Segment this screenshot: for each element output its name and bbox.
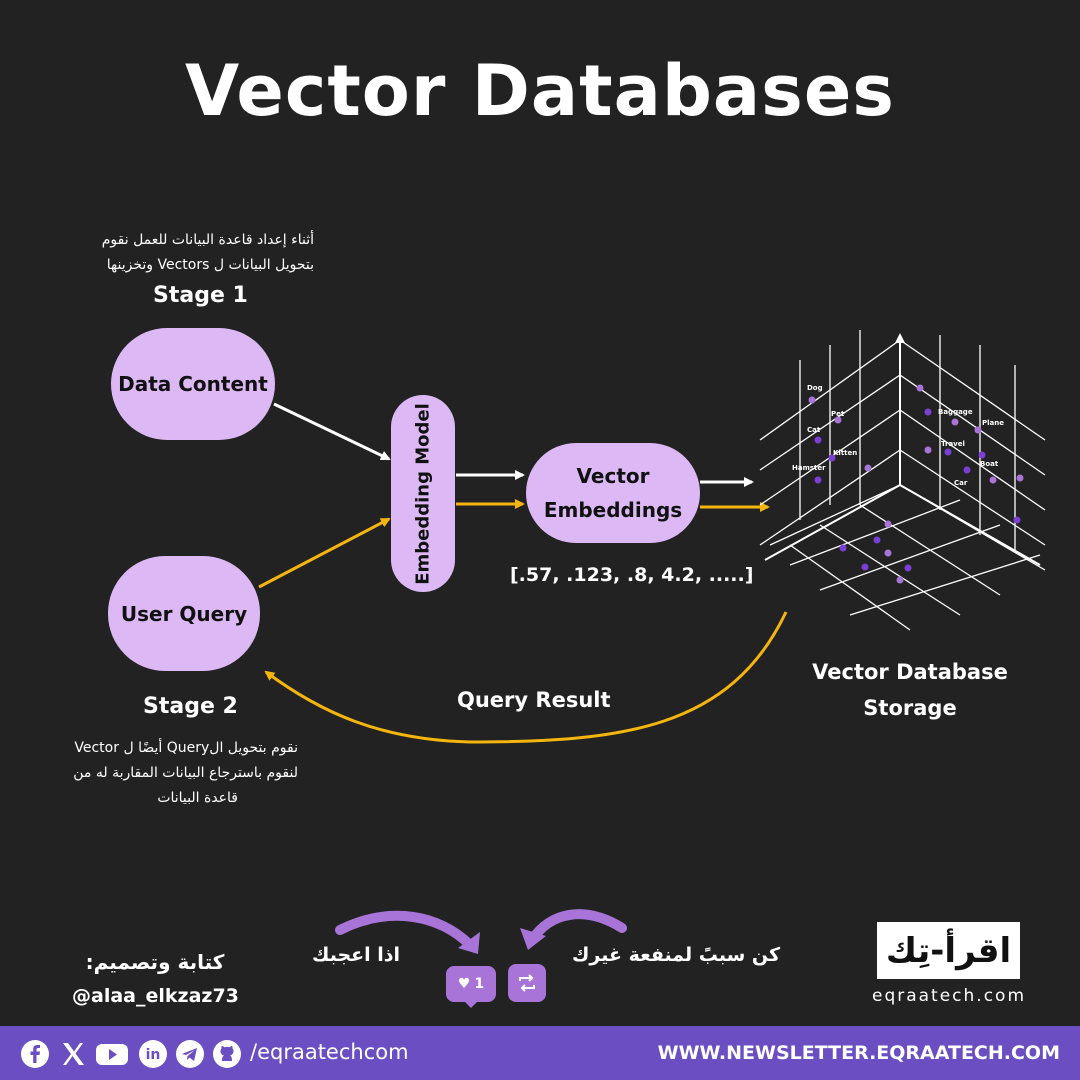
point-label-plane: Plane	[982, 419, 1004, 427]
telegram-icon[interactable]	[175, 1039, 205, 1069]
stage2-desc-line3: قاعدة البيانات	[157, 790, 238, 806]
vector-embeddings-line1: Vector	[576, 464, 650, 488]
credits-handle: @alaa_elkzaz73	[72, 985, 239, 1007]
stage1-description: أثناء إعداد قاعدة البيانات للعمل نقوم بت…	[60, 228, 314, 278]
point-label-pet: Pet	[831, 410, 845, 418]
brand-site[interactable]: eqraatech.com	[871, 986, 1027, 1006]
point-label-cat: Cat	[807, 426, 821, 434]
stage2-description: نقوم بتحويل الQuery أيضًا ل Vector لنقوم…	[40, 736, 298, 811]
embedding-model-label: Embedding Model	[412, 402, 434, 585]
stage2-desc-line1: نقوم بتحويل الQuery أيضًا ل Vector	[74, 740, 298, 756]
user-query-node: User Query	[108, 556, 260, 671]
vector-embeddings-node: Vector Embeddings	[526, 443, 700, 543]
point-label-baggage: Baggage	[938, 408, 973, 416]
curve-arrow-left	[335, 910, 475, 950]
vector-points	[808, 384, 1024, 584]
footer-social-handle[interactable]: /eqraatechcom	[250, 1040, 409, 1064]
stage1-desc-line2: بتحويل البيانات ل Vectors وتخزينها	[106, 257, 314, 273]
if-liked-text: اذا اعجبك	[312, 944, 401, 966]
vector-space-grid	[759, 330, 1046, 631]
vector-values: [.57, .123, .8, 4.2, .....]	[510, 564, 754, 586]
brand-logo[interactable]: اقرأ-تِك	[877, 922, 1020, 979]
storage-label: Vector Database Storage	[790, 654, 1030, 726]
point-label-dog: Dog	[807, 384, 823, 392]
curve-arrow-right	[527, 909, 627, 945]
heart-icon: ♥	[457, 976, 471, 992]
repost-button[interactable]	[508, 964, 546, 1002]
storage-label-line2: Storage	[863, 696, 957, 720]
vector-space-axes	[764, 333, 1041, 566]
like-button[interactable]: ♥ 1	[446, 966, 496, 1002]
data-content-node: Data Content	[111, 328, 275, 440]
stage2-desc-line2: لنقوم باسترجاع البيانات المقاربة له من	[73, 765, 298, 781]
vector-embeddings-line2: Embeddings	[543, 498, 683, 522]
github-icon[interactable]	[212, 1039, 242, 1069]
like-badge-tail	[463, 1000, 479, 1008]
embedding-model-node: Embedding Model	[391, 395, 455, 592]
youtube-icon[interactable]	[95, 1039, 129, 1069]
point-label-hamster: Hamster	[792, 464, 826, 472]
point-label-boat: Boat	[980, 460, 999, 468]
page-title: Vector Databases	[185, 50, 895, 132]
stage2-label: Stage 2	[143, 694, 238, 719]
storage-label-line1: Vector Database	[812, 660, 1008, 684]
footer-newsletter-link[interactable]: WWW.NEWSLETTER.EQRAATECH.COM	[657, 1042, 1060, 1064]
stage1-label: Stage 1	[153, 283, 248, 308]
like-count: 1	[474, 976, 485, 992]
x-icon[interactable]	[58, 1039, 88, 1069]
query-result-label: Query Result	[457, 688, 611, 712]
facebook-icon[interactable]	[20, 1039, 50, 1069]
point-label-car: Car	[954, 479, 968, 487]
be-reason-text: كن سببً لمنفعة غيرك	[572, 944, 781, 966]
arrow-query-to-model	[258, 517, 391, 589]
arrow-query-result	[264, 611, 788, 744]
arrow-data-to-model	[273, 402, 391, 461]
linkedin-icon[interactable]: in	[138, 1039, 168, 1069]
svg-text:in: in	[146, 1047, 161, 1063]
credits-written-by: كتابة وتصميم:	[85, 950, 225, 974]
point-label-kitten: Kitten	[833, 449, 857, 457]
repost-icon	[519, 974, 535, 992]
stage1-desc-line1: أثناء إعداد قاعدة البيانات للعمل نقوم	[101, 232, 314, 248]
point-label-travel: Travel	[941, 440, 965, 448]
